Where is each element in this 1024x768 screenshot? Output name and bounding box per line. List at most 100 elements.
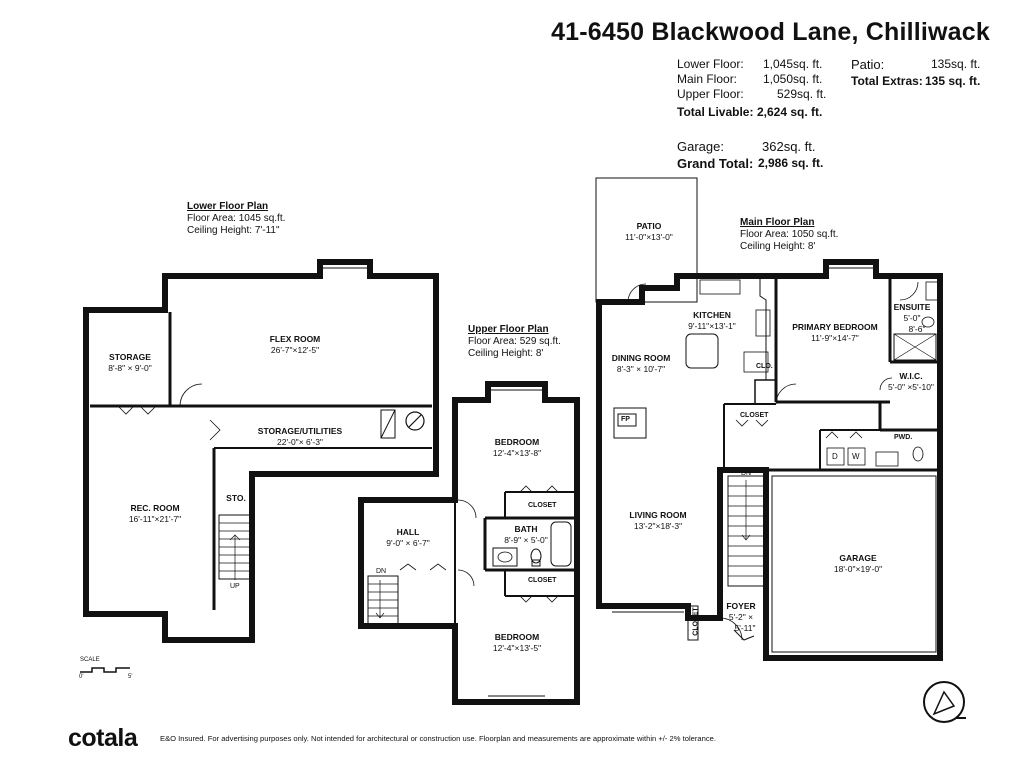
room-name: PRIMARY BEDROOM — [792, 322, 878, 332]
lower-plan-info: Lower Floor Plan Floor Area: 1045 sq.ft.… — [187, 201, 285, 237]
room-name: STO. — [226, 493, 246, 503]
main-ceiling-height: Ceiling Height: 8' — [740, 241, 816, 252]
disclaimer: E&O Insured. For advertising purposes on… — [160, 734, 716, 743]
room-flex: FLEX ROOM 26'-7"×12'-5" — [250, 334, 340, 356]
room-dims: 18'-0"×19'-0" — [833, 564, 883, 574]
room-dims: 8'-8" × 9'-0" — [108, 363, 152, 373]
upper-floor-area: Floor Area: 529 sq.ft. — [468, 336, 561, 347]
stair-dn-label: DN — [376, 568, 387, 575]
room-dims: 11'-9"×14'-7" — [811, 333, 859, 343]
room-name: STORAGE/UTILITIES — [257, 426, 343, 436]
room-ensuite: ENSUITE 5'-0" 8'-6" — [893, 302, 931, 335]
room-bath: BATH 8'-9" × 5'-0" — [498, 524, 554, 546]
room-living: LIVING ROOM 13'-2"×18'-3" — [620, 510, 696, 532]
upper-floor-value: 529sq. ft. — [777, 87, 827, 101]
room-name: FLEX ROOM — [269, 334, 321, 344]
room-bedroom-1: BEDROOM 12'-4"×13'-8" — [482, 437, 552, 459]
room-storage: STORAGE 8'-8" × 9'-0" — [100, 352, 160, 374]
room-dims: 26'-7"×12'-5" — [270, 345, 320, 355]
main-plan-info: Main Floor Plan Floor Area: 1050 sq.ft. … — [740, 217, 838, 253]
garage-value: 362sq. ft. — [762, 139, 816, 154]
patio-value: 135sq. ft. — [931, 57, 981, 71]
property-address: 41-6450 Blackwood Lane, Chilliwack — [551, 18, 990, 46]
room-name: LIVING ROOM — [629, 510, 687, 520]
lower-floor-label: Lower Floor: — [677, 57, 744, 71]
company-logo: cotala — [68, 724, 138, 752]
room-dims: 9'-11"×13'-1" — [688, 321, 736, 331]
room-dims: 11'-0"×13'-0" — [625, 232, 673, 242]
grand-total-value: 2,986 sq. ft. — [758, 156, 824, 170]
room-name: KITCHEN — [693, 310, 731, 320]
grand-total-label: Grand Total: — [677, 156, 754, 171]
lower-ceiling-height: Ceiling Height: 7'-11" — [187, 225, 280, 236]
clo-label: CLO. — [756, 363, 773, 370]
patio-label: Patio: — [851, 57, 885, 72]
area-summary: Lower Floor: 1,045sq. ft. Main Floor: 1,05… — [677, 57, 837, 123]
total-extras-value: 135 sq. ft. — [925, 74, 981, 88]
room-patio: PATIO 11'-0"×13'-0" — [614, 221, 684, 243]
room-hall: HALL 9'-0" × 6'-7" — [382, 527, 434, 549]
room-dims: 12'-4"×13'-8" — [492, 448, 542, 458]
lower-floor-walls — [83, 259, 439, 643]
room-foyer: FOYER 5'-2" × 5'-11" — [722, 601, 760, 634]
main-floor-walls — [595, 177, 943, 661]
closet-label-main: CLOSET — [740, 412, 769, 419]
room-dims: 5'-0" ×5'-10" — [888, 382, 934, 392]
main-floor-value: 1,050sq. ft. — [763, 72, 823, 86]
upper-floor-walls — [358, 381, 580, 705]
total-extras-label: Total Extras: — [851, 74, 923, 88]
room-name: BEDROOM — [494, 437, 540, 447]
extras-area: Patio: 135sq. ft. Total Extras:135 sq. ft… — [851, 57, 991, 91]
room-dims: 5'-0" — [903, 313, 921, 323]
room-kitchen: KITCHEN 9'-11"×13'-1" — [680, 310, 744, 332]
room-primary-bedroom: PRIMARY BEDROOM 11'-9"×14'-7" — [790, 322, 880, 344]
washer-label: W — [852, 452, 860, 461]
room-dining: DINING ROOM 8'-3" × 10'-7" — [606, 353, 676, 375]
upper-floor-label: Upper Floor: — [677, 87, 744, 101]
room-sto: STO. — [222, 493, 250, 504]
room-name: GARAGE — [839, 553, 877, 563]
closet-label-1: CLOSET — [528, 502, 557, 509]
room-name: STORAGE — [109, 352, 151, 362]
room-name: FOYER — [726, 601, 756, 611]
room-dims: 12'-4"×13'-5" — [492, 643, 542, 653]
room-storage-utilities: STORAGE/UTILITIES 22'-0"× 6'-3" — [255, 426, 345, 448]
garage-area: Garage: 362sq. ft. Grand Total: 2,986 sq. … — [677, 139, 847, 173]
room-dims: 8'-3" × 10'-7" — [616, 364, 666, 374]
room-dims: 8'-9" × 5'-0" — [504, 535, 548, 545]
stair-up-label: UP — [230, 583, 240, 590]
scale-end: 5' — [128, 674, 133, 680]
room-dims-2: 8'-6" — [908, 324, 926, 334]
upper-plan-heading: Upper Floor Plan — [468, 324, 549, 335]
room-name: W.I.C. — [899, 371, 923, 381]
dryer-label: D — [832, 452, 838, 461]
room-name: REC. ROOM — [130, 503, 180, 513]
total-livable-label: Total Livable: — [677, 105, 754, 119]
room-garage: GARAGE 18'-0"×19'-0" — [820, 553, 896, 575]
room-rec: REC. ROOM 16'-11"×21'-7" — [115, 503, 195, 525]
room-name: BATH — [514, 524, 538, 534]
upper-ceiling-height: Ceiling Height: 8' — [468, 348, 544, 359]
room-name: PATIO — [636, 221, 662, 231]
garage-label: Garage: — [677, 139, 724, 154]
room-name: BEDROOM — [494, 632, 540, 642]
scale-start: 0' — [79, 674, 84, 680]
lower-plan-heading: Lower Floor Plan — [187, 201, 269, 212]
compass-icon — [923, 681, 966, 723]
room-dims-2: 5'-11" — [734, 623, 756, 633]
main-plan-heading: Main Floor Plan — [740, 217, 815, 228]
scale-bar — [80, 667, 130, 673]
upper-plan-info: Upper Floor Plan Floor Area: 529 sq.ft. … — [468, 324, 561, 360]
closet-label-2: CLOSET — [528, 577, 557, 584]
room-wic: W.I.C. 5'-0" ×5'-10" — [884, 371, 938, 393]
main-floor-area: Floor Area: 1050 sq.ft. — [740, 229, 839, 240]
lower-floor-value: 1,045sq. ft. — [763, 57, 823, 71]
room-dims: 9'-0" × 6'-7" — [386, 538, 430, 548]
main-floor-label: Main Floor: — [677, 72, 738, 86]
stair-dn-label-main: DN — [741, 470, 752, 477]
room-name: HALL — [396, 527, 420, 537]
lower-floor-area: Floor Area: 1045 sq.ft. — [187, 213, 286, 224]
room-name: DINING ROOM — [611, 353, 671, 363]
room-bedroom-2: BEDROOM 12'-4"×13'-5" — [482, 632, 552, 654]
